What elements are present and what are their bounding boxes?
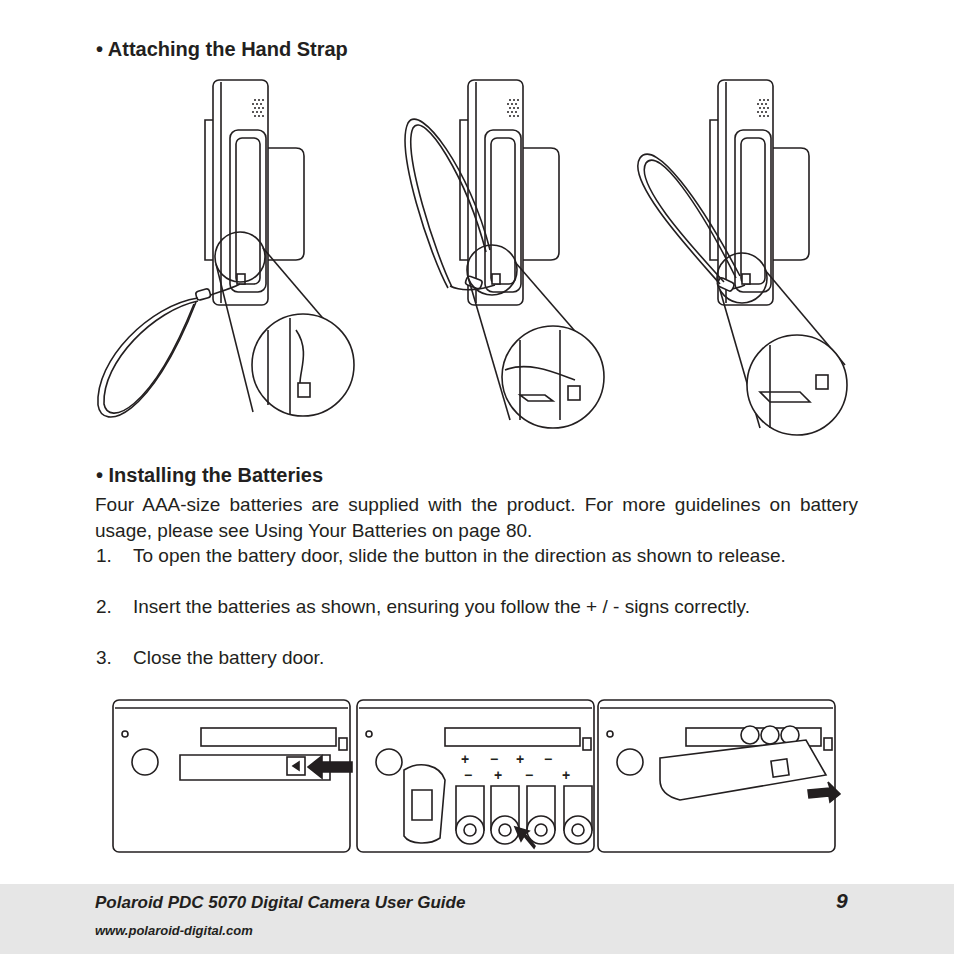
polarity-sign: −: [490, 752, 498, 766]
step-text: Close the battery door.: [133, 645, 858, 671]
step-number: 1.: [96, 543, 112, 569]
polarity-sign: +: [461, 752, 469, 766]
polarity-sign: −: [525, 768, 533, 782]
section-heading: • Attaching the Hand Strap: [96, 37, 796, 61]
polarity-sign: −: [464, 768, 472, 782]
step-text: Insert the batteries as shown, ensuring …: [133, 594, 858, 620]
body-text: Four AAA-size batteries are supplied wit…: [95, 492, 858, 543]
polarity-sign: +: [516, 752, 524, 766]
footer-title: Polaroid PDC 5070 Digital Camera User Gu…: [95, 893, 695, 913]
step-number: 2.: [96, 594, 112, 620]
battery-figures: [113, 700, 840, 852]
footer-band: [0, 884, 954, 954]
footer-url: www.polaroid-digital.com: [95, 923, 495, 939]
strap-figures: [98, 80, 847, 435]
page-number: 9: [836, 889, 848, 913]
step-text: To open the battery door, slide the butt…: [133, 543, 858, 569]
step-number: 3.: [96, 645, 112, 671]
polarity-sign: −: [544, 752, 552, 766]
polarity-sign: +: [562, 768, 570, 782]
polarity-sign: +: [494, 768, 502, 782]
section-heading: • Installing the Batteries: [96, 463, 796, 487]
